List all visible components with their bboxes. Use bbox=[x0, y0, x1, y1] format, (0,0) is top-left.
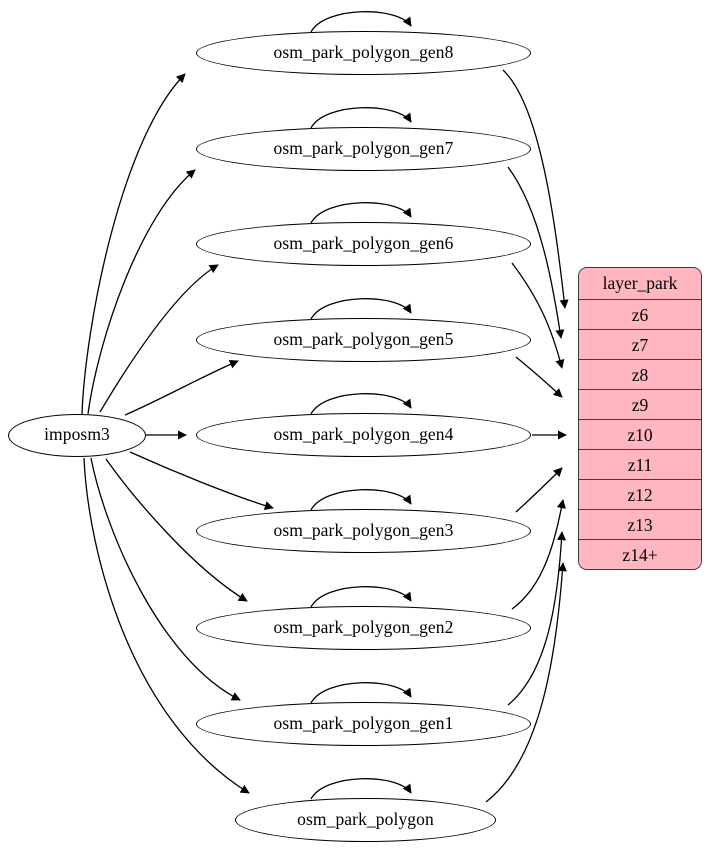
layer-park-row-z10[interactable]: z10 bbox=[579, 419, 701, 449]
node-osm-park-polygon-gen8[interactable]: osm_park_polygon_gen8 bbox=[196, 31, 531, 75]
layer-park-row-z13[interactable]: z13 bbox=[579, 509, 701, 539]
self-loop-gen3 bbox=[310, 489, 412, 511]
edge-imposm3-to-gen3 bbox=[129, 451, 274, 510]
layer-park-row-z11[interactable]: z11 bbox=[579, 449, 701, 479]
node-osm-park-polygon-gen3-label: osm_park_polygon_gen3 bbox=[273, 519, 454, 540]
node-osm-park-polygon-gen6[interactable]: osm_park_polygon_gen6 bbox=[196, 222, 531, 266]
edge-gen1-to-z13 bbox=[507, 531, 567, 706]
layer-park-row-z7[interactable]: z7 bbox=[579, 329, 701, 359]
node-osm-park-polygon-gen8-label: osm_park_polygon_gen8 bbox=[273, 41, 454, 62]
edge-imposm3-to-gen6 bbox=[99, 264, 219, 413]
node-osm-park-polygon-gen6-label: osm_park_polygon_gen6 bbox=[273, 232, 454, 253]
node-imposm3[interactable]: imposm3 bbox=[8, 414, 146, 457]
layer-park-row-z6[interactable]: z6 bbox=[579, 299, 701, 329]
edge-gen2-to-z12 bbox=[511, 499, 566, 610]
edge-gen3-to-z11 bbox=[515, 467, 563, 513]
node-osm-park-polygon[interactable]: osm_park_polygon bbox=[235, 798, 496, 842]
node-osm-park-polygon-gen7-label: osm_park_polygon_gen7 bbox=[273, 137, 454, 158]
self-loop-gen7 bbox=[310, 107, 412, 129]
edge-imposm3-to-gen7 bbox=[87, 169, 196, 415]
node-osm-park-polygon-gen1[interactable]: osm_park_polygon_gen1 bbox=[196, 702, 531, 746]
layer-park-row-z14plus[interactable]: z14+ bbox=[579, 539, 701, 569]
self-loop-gen4 bbox=[310, 393, 412, 415]
edge-imposm3-to-gen5 bbox=[124, 360, 239, 416]
self-loop-gen8 bbox=[310, 11, 412, 33]
node-osm-park-polygon-gen7[interactable]: osm_park_polygon_gen7 bbox=[196, 127, 531, 171]
node-osm-park-polygon-gen2[interactable]: osm_park_polygon_gen2 bbox=[196, 606, 531, 650]
self-loop-gen1 bbox=[310, 682, 412, 704]
node-osm-park-polygon-gen4-label: osm_park_polygon_gen4 bbox=[273, 423, 454, 444]
node-imposm3-label: imposm3 bbox=[44, 424, 110, 445]
node-osm-park-polygon-gen5[interactable]: osm_park_polygon_gen5 bbox=[196, 318, 531, 362]
edge-gen8-to-z6 bbox=[502, 69, 569, 309]
node-osm-park-polygon-gen5-label: osm_park_polygon_gen5 bbox=[273, 328, 454, 349]
self-loop-gen2 bbox=[310, 586, 412, 608]
self-loop-gen6 bbox=[310, 202, 412, 224]
edge-imposm3-to-polygon bbox=[83, 457, 250, 794]
edge-imposm3-to-gen8 bbox=[81, 73, 186, 415]
layer-park-row-z12[interactable]: z12 bbox=[579, 479, 701, 509]
node-osm-park-polygon-gen1-label: osm_park_polygon_gen1 bbox=[273, 712, 454, 733]
edge-gen6-to-z8 bbox=[511, 262, 565, 369]
edge-gen7-to-z7 bbox=[507, 166, 565, 339]
edge-imposm3-to-gen2 bbox=[105, 458, 248, 602]
edge-polygon-to-z14 bbox=[485, 562, 567, 803]
self-loop-polygon bbox=[310, 778, 412, 800]
layer-park-table[interactable]: layer_park z6 z7 z8 z9 z10 z11 z12 z13 z… bbox=[578, 267, 702, 570]
self-loop-gen5 bbox=[310, 298, 412, 320]
node-osm-park-polygon-gen4[interactable]: osm_park_polygon_gen4 bbox=[196, 413, 531, 457]
edge-imposm3-to-gen1 bbox=[90, 457, 241, 701]
node-osm-park-polygon-label: osm_park_polygon bbox=[297, 808, 434, 829]
layer-park-row-z9[interactable]: z9 bbox=[579, 389, 701, 419]
layer-park-table-header: layer_park bbox=[579, 268, 701, 299]
node-osm-park-polygon-gen3[interactable]: osm_park_polygon_gen3 bbox=[196, 509, 531, 553]
edge-gen5-to-z9 bbox=[515, 356, 563, 398]
node-osm-park-polygon-gen2-label: osm_park_polygon_gen2 bbox=[273, 616, 454, 637]
layer-park-row-z8[interactable]: z8 bbox=[579, 359, 701, 389]
